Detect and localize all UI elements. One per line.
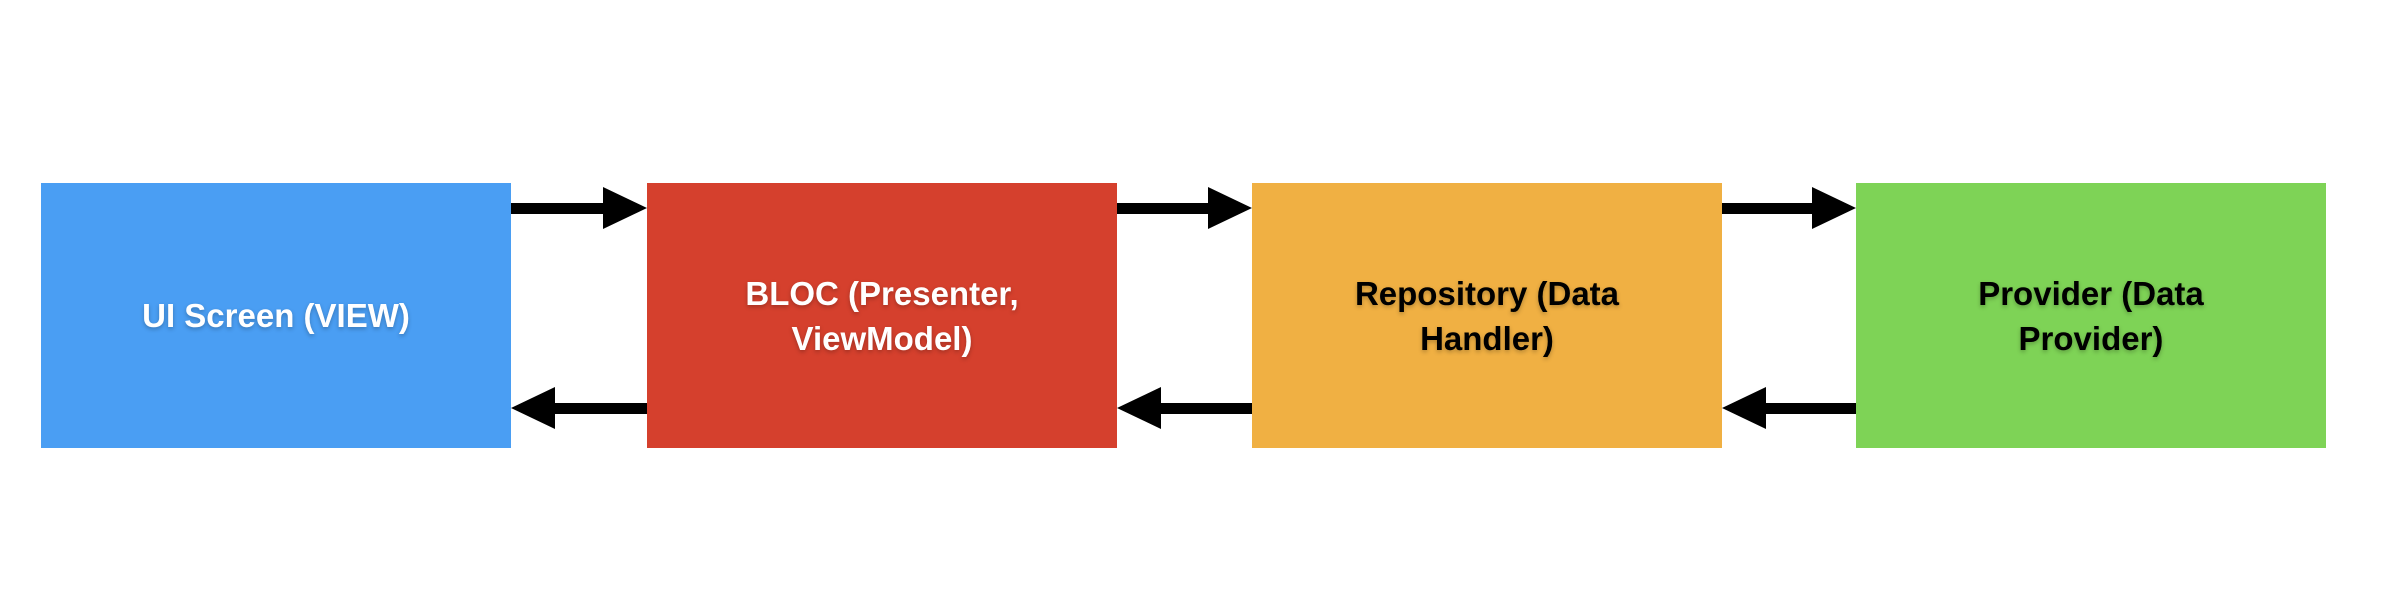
edge-bloc-to-repository-arrow bbox=[1117, 187, 1252, 229]
edge-repository-to-provider-arrow bbox=[1722, 187, 1856, 229]
arrow-right-icon bbox=[603, 187, 647, 229]
arrow-right-icon bbox=[1812, 187, 1856, 229]
arrow-right-icon bbox=[1208, 187, 1252, 229]
arrow-left-icon bbox=[511, 387, 555, 429]
arrow-shaft bbox=[1766, 402, 1856, 414]
arrow-left-icon bbox=[1117, 387, 1161, 429]
node-provider: Provider (Data Provider) bbox=[1856, 183, 2326, 448]
arrow-shaft bbox=[1117, 202, 1208, 214]
arrow-shaft bbox=[1722, 202, 1812, 214]
node-ui-screen: UI Screen (VIEW) bbox=[41, 183, 511, 448]
edge-bloc-to-ui-arrow bbox=[511, 387, 647, 429]
edge-repository-to-bloc-arrow bbox=[1117, 387, 1252, 429]
node-provider-label: Provider (Data Provider) bbox=[1978, 274, 2204, 357]
node-repository-label: Repository (Data Handler) bbox=[1354, 274, 1620, 357]
arrow-left-icon bbox=[1722, 387, 1766, 429]
edge-ui-to-bloc-arrow bbox=[511, 187, 647, 229]
node-ui-screen-label: UI Screen (VIEW) bbox=[142, 297, 410, 334]
edge-provider-to-repository-arrow bbox=[1722, 387, 1856, 429]
arrow-shaft bbox=[1161, 402, 1252, 414]
node-bloc: BLOC (Presenter, ViewModel) bbox=[647, 183, 1117, 448]
node-repository: Repository (Data Handler) bbox=[1252, 183, 1722, 448]
node-bloc-label: BLOC (Presenter, ViewModel) bbox=[745, 274, 1019, 357]
arrow-shaft bbox=[511, 202, 603, 214]
arrow-shaft bbox=[555, 402, 647, 414]
